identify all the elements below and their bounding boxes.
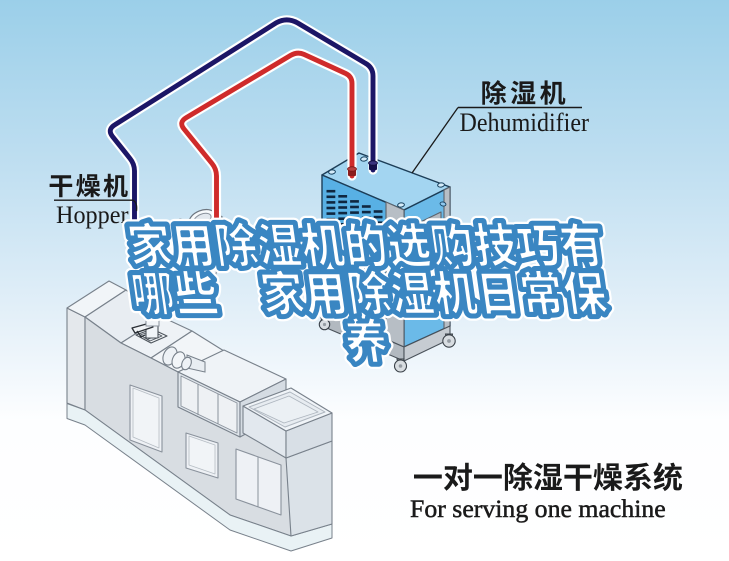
svg-text:For serving one machine: For serving one machine — [410, 494, 666, 523]
svg-text:Hopper: Hopper — [56, 200, 129, 229]
svg-text:Dehumidifier: Dehumidifier — [460, 108, 590, 137]
